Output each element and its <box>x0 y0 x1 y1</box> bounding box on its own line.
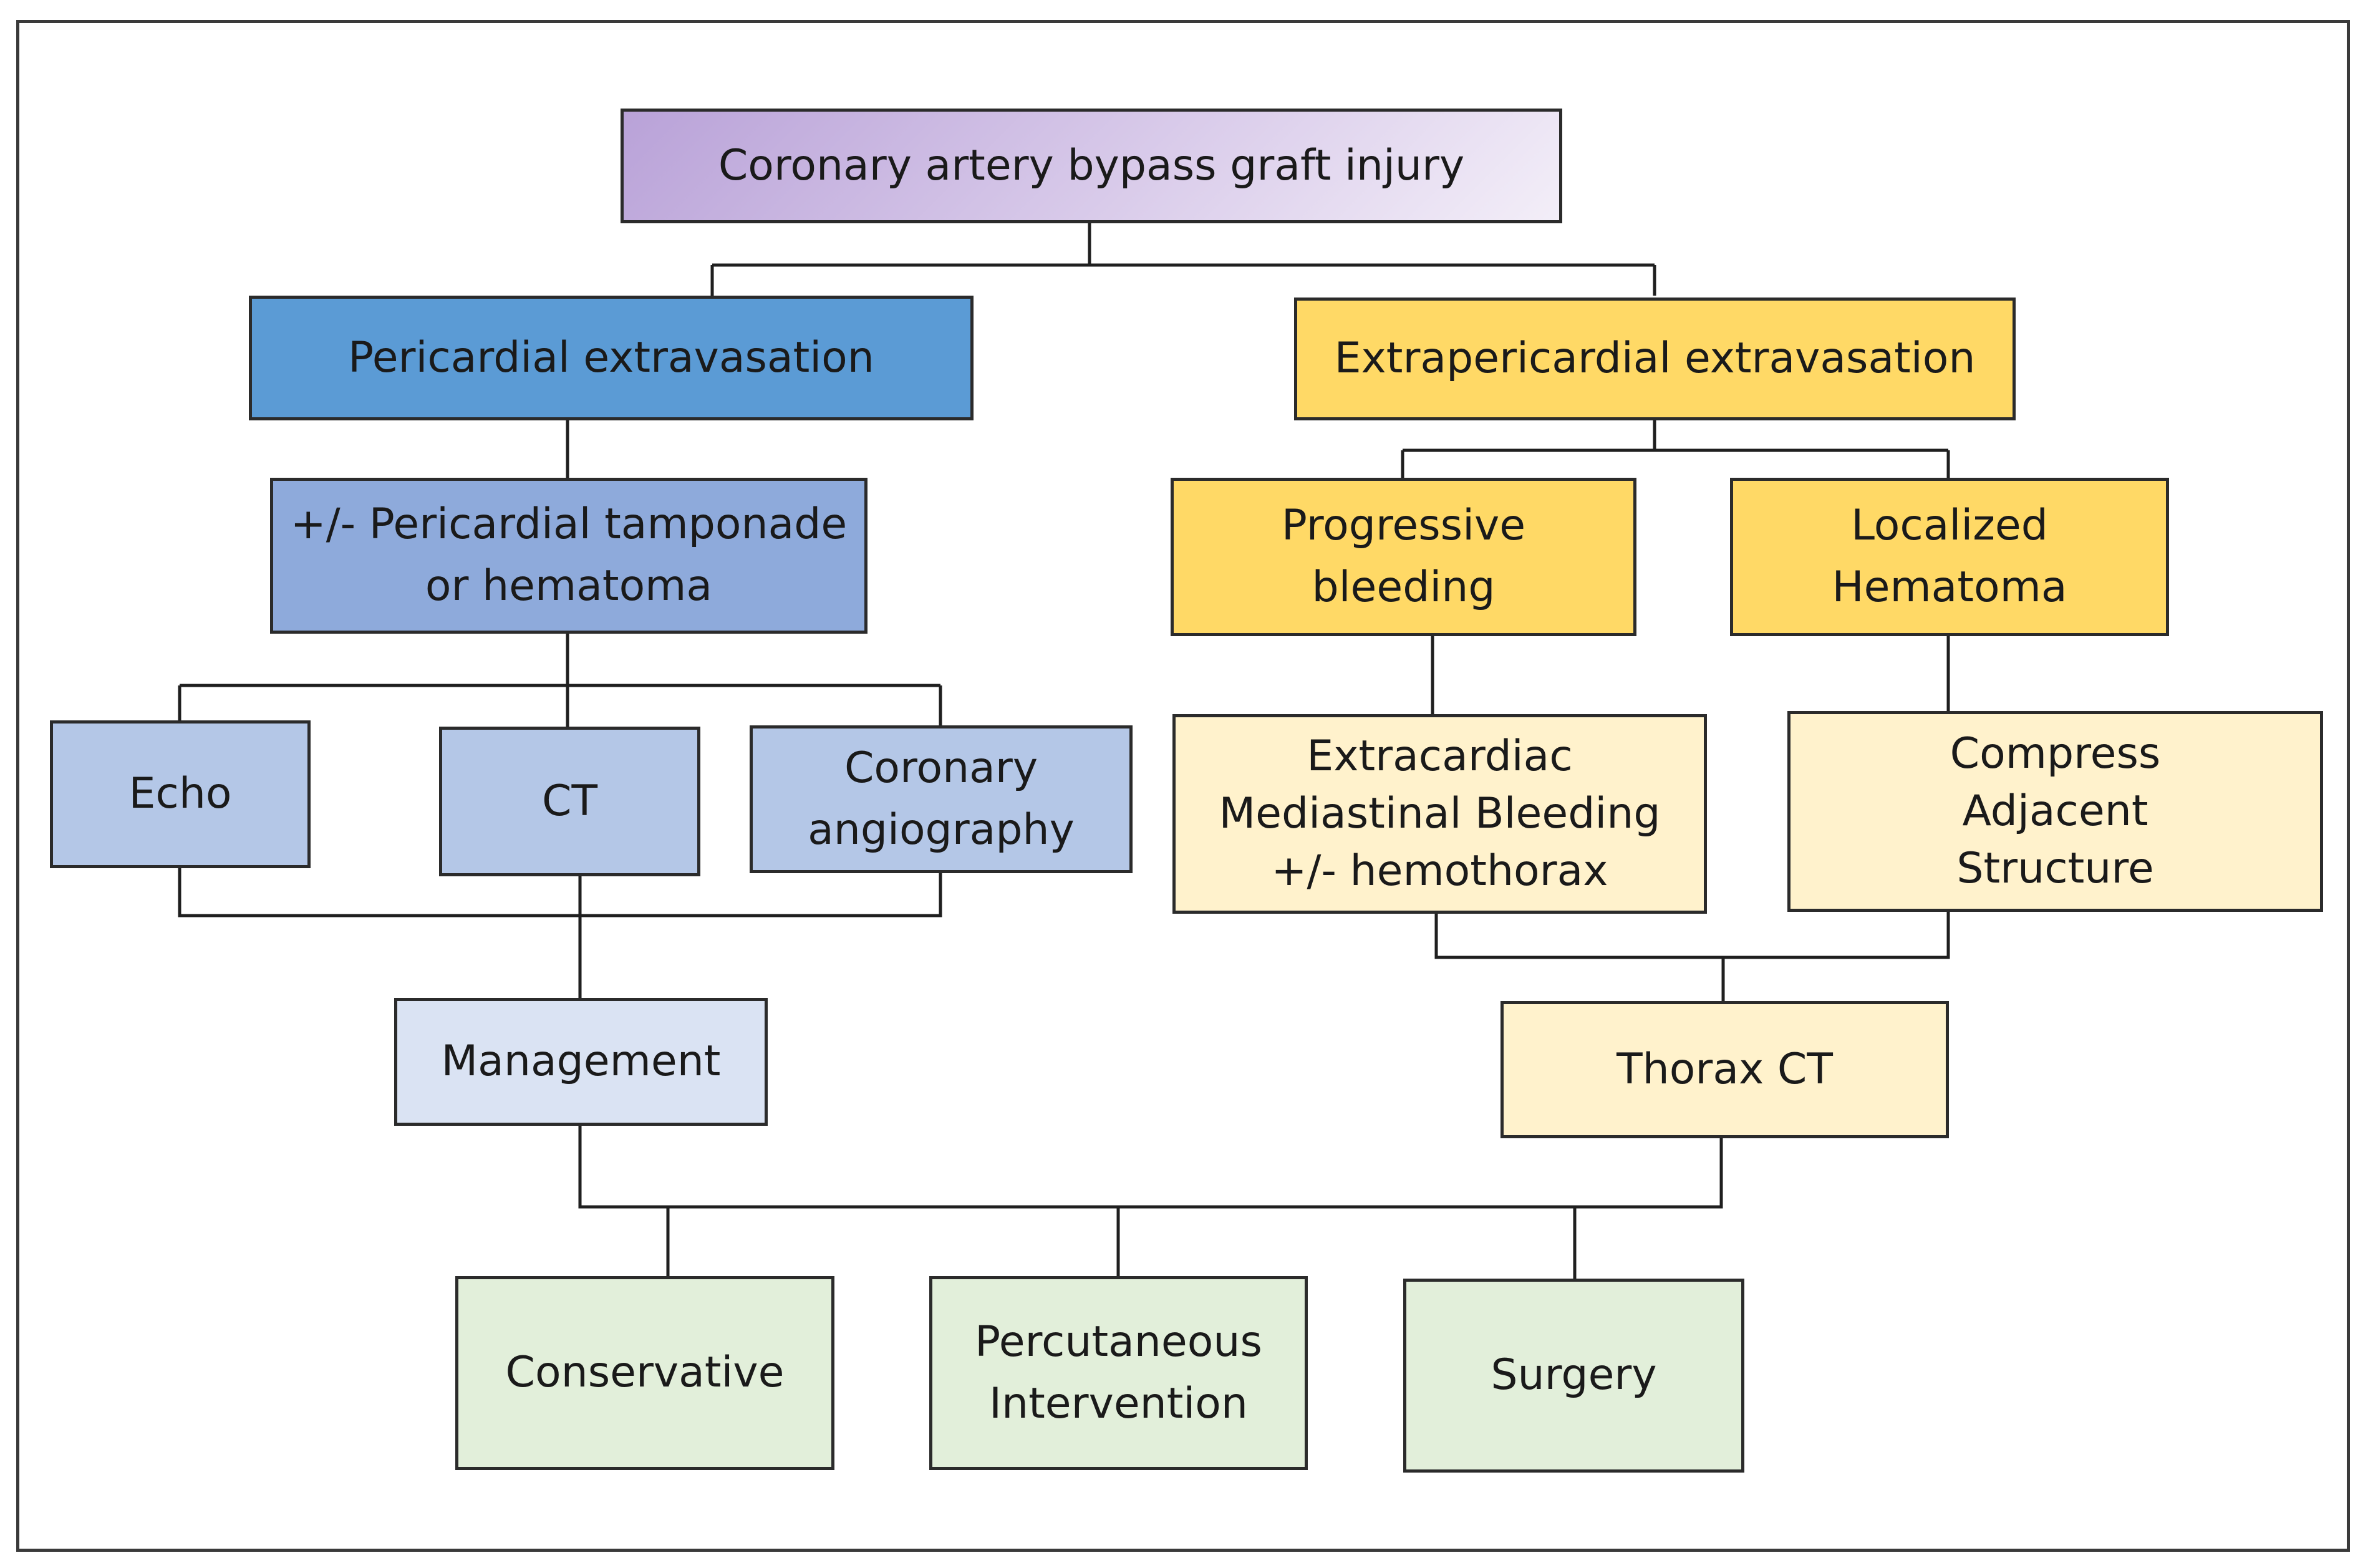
node-line: +/- hemothorax <box>1271 846 1608 896</box>
node-thorax-ct: Thorax CT <box>1501 1001 1949 1138</box>
node-label: CT <box>541 776 598 826</box>
node-line: Progressive <box>1281 501 1526 551</box>
node-management: Management <box>394 998 768 1126</box>
node-extrapericardial-extravasation: Extrapericardial extravasation <box>1294 298 2016 420</box>
node-line: Localized <box>1851 501 2048 551</box>
node-surgery: Surgery <box>1403 1279 1744 1473</box>
node-extracardiac-bleeding: Extracardiac Mediastinal Bleeding +/- he… <box>1172 714 1707 914</box>
node-line: bleeding <box>1312 563 1496 612</box>
node-label: Management <box>441 1037 721 1086</box>
node-percutaneous-intervention: Percutaneous Intervention <box>929 1276 1308 1470</box>
node-line: Hematoma <box>1832 563 2067 612</box>
node-pericardial-extravasation: Pericardial extravasation <box>249 296 974 420</box>
node-conservative: Conservative <box>455 1276 834 1470</box>
connector-imaging <box>178 868 942 998</box>
connector-extracardiac <box>1434 912 1950 1001</box>
node-line: Mediastinal Bleeding <box>1219 789 1661 839</box>
node-line: +/- Pericardial tamponade <box>290 500 848 549</box>
node-label: Extrapericardial extravasation <box>1334 334 1976 384</box>
node-line: Intervention <box>988 1378 1249 1428</box>
node-label: Conservative <box>505 1348 785 1398</box>
node-label: Pericardial extravasation <box>348 332 874 382</box>
connector-outcomes <box>578 1126 1723 1279</box>
connector-extrapericardial <box>1401 420 1950 478</box>
node-line: angiography <box>808 805 1075 854</box>
node-line: Extracardiac <box>1307 732 1573 782</box>
connector-root <box>710 223 1656 296</box>
node-label: Echo <box>128 769 232 819</box>
node-localized-hematoma: Localized Hematoma <box>1730 478 2169 636</box>
node-label: Surgery <box>1491 1350 1657 1400</box>
node-ct: CT <box>439 727 700 876</box>
node-compress-adjacent-structure: Compress Adjacent Structure <box>1787 711 2323 912</box>
node-line: Compress <box>1950 729 2161 779</box>
node-echo: Echo <box>50 720 311 868</box>
diagram-frame <box>16 20 2350 1552</box>
node-pericardial-tamponade: +/- Pericardial tamponade or hematoma <box>270 478 867 634</box>
node-line: Coronary <box>844 743 1038 793</box>
node-progressive-bleeding: Progressive bleeding <box>1171 478 1636 636</box>
node-label: Coronary artery bypass graft injury <box>718 140 1465 190</box>
node-coronary-angiography: Coronary angiography <box>750 725 1133 873</box>
node-line: Percutaneous <box>975 1317 1262 1367</box>
node-label: Thorax CT <box>1617 1044 1833 1094</box>
connector-tamponade <box>178 634 942 727</box>
node-line: Adjacent <box>1962 786 2148 836</box>
node-line: or hematoma <box>425 561 713 611</box>
node-cabg-injury: Coronary artery bypass graft injury <box>621 109 1562 223</box>
node-line: Structure <box>1956 843 2154 893</box>
